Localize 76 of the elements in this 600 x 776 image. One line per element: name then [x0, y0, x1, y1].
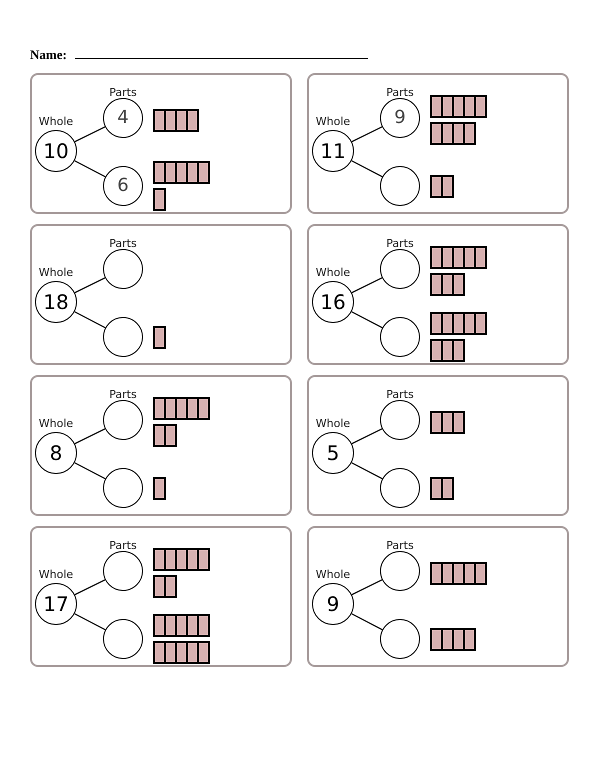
circle-caption: Parts — [386, 540, 414, 551]
circle-caption: Whole — [316, 418, 350, 429]
circle-caption: Parts — [109, 238, 137, 249]
answer-circle — [103, 249, 143, 289]
connector-line — [352, 579, 382, 596]
exercise-card — [307, 73, 569, 214]
answer-circle — [380, 317, 420, 357]
connector-line — [352, 126, 382, 142]
circle-caption: Whole — [316, 116, 350, 127]
exercise-card — [307, 526, 569, 667]
circle-caption: Parts — [109, 389, 137, 400]
part-circle — [380, 98, 420, 138]
circle-number: 9 — [326, 594, 340, 614]
connector-line — [351, 160, 383, 178]
answer-circle — [380, 619, 420, 659]
circle-number: 5 — [326, 443, 340, 463]
connector-line — [351, 462, 383, 480]
whole-circle — [312, 432, 354, 474]
whole-circle — [35, 432, 77, 474]
connector-line — [351, 311, 383, 328]
connector-line — [74, 311, 106, 328]
connector-line — [74, 277, 106, 294]
circle-caption: Parts — [109, 540, 137, 551]
answer-circle — [103, 317, 143, 357]
exercise-card — [30, 73, 292, 214]
whole-circle — [312, 281, 354, 323]
answer-circle — [380, 166, 420, 206]
connector-line — [74, 428, 106, 444]
connector-line — [74, 160, 106, 178]
exercise-card — [307, 224, 569, 365]
answer-circle — [380, 551, 420, 591]
part-circle — [103, 166, 143, 206]
whole-circle — [35, 583, 77, 625]
circle-number: 8 — [50, 443, 62, 463]
circle-caption: Whole — [316, 569, 350, 580]
answer-circle — [103, 551, 143, 591]
circle-caption: Parts — [386, 238, 414, 249]
circle-caption: Parts — [386, 87, 414, 98]
circle-caption: Whole — [38, 267, 74, 278]
circle-number: 6 — [117, 177, 129, 195]
connector-line — [351, 613, 383, 630]
circle-number: 11 — [320, 141, 346, 161]
answer-circle — [103, 400, 143, 440]
circle-number: 18 — [43, 292, 69, 312]
circle-number: 16 — [320, 292, 346, 312]
answer-circle — [103, 468, 143, 508]
circle-number: 9 — [394, 109, 406, 127]
whole-circle — [312, 130, 354, 172]
circle-caption: Whole — [38, 418, 74, 429]
connector-line — [352, 277, 382, 294]
field-label: Name: — [30, 48, 67, 61]
connector-line — [74, 613, 106, 630]
whole-circle — [312, 583, 354, 625]
circle-caption: Whole — [38, 116, 74, 127]
answer-circle — [380, 249, 420, 289]
exercise-card — [30, 375, 292, 516]
answer-circle — [380, 468, 420, 508]
connector-line — [74, 126, 106, 142]
connector-line — [352, 428, 382, 444]
circle-number: 17 — [43, 594, 69, 614]
circle-number: 10 — [43, 141, 69, 161]
circle-number: 4 — [117, 109, 129, 127]
connector-line — [74, 579, 106, 596]
exercise-card — [307, 375, 569, 516]
exercise-card — [30, 526, 292, 667]
part-circle — [103, 98, 143, 138]
circle-caption: Whole — [38, 569, 74, 580]
circle-caption: Whole — [316, 267, 350, 278]
answer-circle — [103, 619, 143, 659]
circle-caption: Parts — [386, 389, 414, 400]
exercise-card — [30, 224, 292, 365]
connector-line — [74, 462, 106, 480]
whole-circle — [35, 130, 77, 172]
whole-circle — [35, 281, 77, 323]
circle-caption: Parts — [109, 87, 137, 98]
answer-circle — [380, 400, 420, 440]
